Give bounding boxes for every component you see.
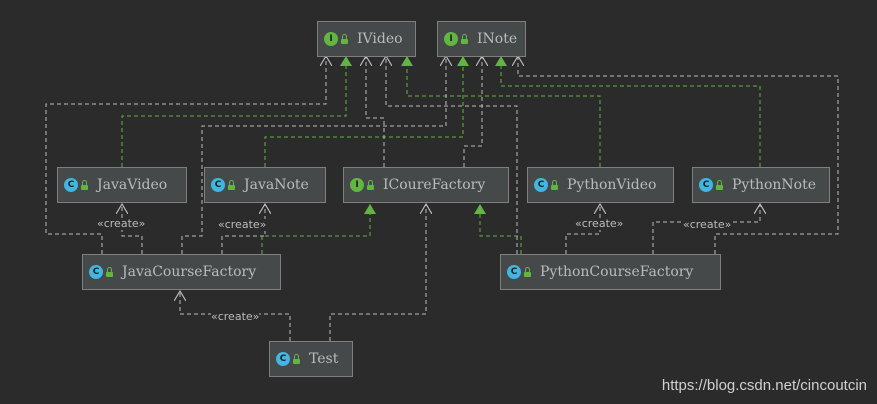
lock-icon bbox=[524, 266, 531, 277]
edge-test-creates-javacoursefactory bbox=[180, 291, 291, 341]
class-icon: C bbox=[699, 178, 713, 192]
edge-pythonnote-implements-inote bbox=[495, 56, 761, 167]
realization-edges bbox=[121, 56, 761, 254]
lock-icon bbox=[367, 179, 374, 190]
edge-javacoursefactory-uses-inote bbox=[181, 56, 446, 254]
lock-icon bbox=[551, 179, 558, 190]
interface-icon: I bbox=[350, 178, 364, 192]
edge-label-create-pythonnote: «create» bbox=[683, 218, 732, 231]
node-pythoncoursefactory-label: PythonCourseFactory bbox=[540, 264, 694, 280]
node-icourefactory-label: ICoureFactory bbox=[383, 177, 486, 193]
lock-icon bbox=[461, 33, 468, 44]
node-pythonvideo[interactable]: C PythonVideo bbox=[527, 167, 674, 203]
edge-label-create-javanote: «create» bbox=[218, 218, 267, 231]
dependency-edges bbox=[45, 56, 839, 341]
class-icon: C bbox=[64, 178, 78, 192]
edge-pythonvideo-implements-ivideo bbox=[401, 56, 601, 167]
lock-icon bbox=[106, 266, 113, 277]
node-test-label: Test bbox=[309, 351, 339, 367]
node-pythonnote-label: PythonNote bbox=[732, 177, 817, 193]
edge-test-uses-icourefactory bbox=[329, 204, 426, 341]
lock-icon bbox=[293, 353, 300, 364]
node-ivideo[interactable]: I IVideo bbox=[317, 21, 416, 57]
node-javacoursefactory[interactable]: C JavaCourseFactory bbox=[82, 254, 281, 290]
edge-pythoncoursefactory-uses-inote bbox=[518, 56, 839, 254]
edge-label-create-pythonvideo: «create» bbox=[575, 217, 624, 230]
interface-icon: I bbox=[444, 32, 458, 46]
lock-icon bbox=[341, 33, 348, 44]
node-ivideo-label: IVideo bbox=[357, 31, 403, 47]
lock-icon bbox=[81, 179, 88, 190]
node-test[interactable]: C Test bbox=[269, 341, 353, 377]
class-icon: C bbox=[276, 352, 290, 366]
class-icon: C bbox=[211, 178, 225, 192]
node-javavideo-label: JavaVideo bbox=[97, 177, 168, 193]
watermark: https://blog.csdn.net/cincoutcin bbox=[661, 377, 867, 394]
class-icon: C bbox=[534, 178, 548, 192]
interface-icon: I bbox=[324, 32, 338, 46]
lock-icon bbox=[228, 179, 235, 190]
node-javacoursefactory-label: JavaCourseFactory bbox=[122, 264, 257, 280]
edge-javanote-implements-inote bbox=[264, 56, 469, 167]
node-inote-label: INote bbox=[477, 31, 518, 47]
edge-icourefactory-uses-ivideo bbox=[366, 56, 385, 167]
edge-pythoncoursefactory-uses-ivideo bbox=[386, 56, 518, 254]
edge-javacoursefactory-uses-ivideo bbox=[45, 56, 326, 254]
node-pythonvideo-label: PythonVideo bbox=[567, 177, 657, 193]
class-icon: C bbox=[89, 265, 103, 279]
class-icon: C bbox=[507, 265, 521, 279]
edge-icourefactory-uses-inote bbox=[463, 56, 482, 167]
edge-pythoncoursefactory-creates-pythonvideo bbox=[565, 204, 600, 254]
node-javavideo[interactable]: C JavaVideo bbox=[57, 167, 187, 203]
edge-javacoursefactory-implements-icourefactory bbox=[261, 204, 376, 254]
edge-javavideo-implements-ivideo bbox=[121, 56, 352, 167]
edge-javacoursefactory-creates-javavideo bbox=[122, 204, 143, 254]
lock-icon bbox=[716, 179, 723, 190]
node-pythoncoursefactory[interactable]: C PythonCourseFactory bbox=[500, 254, 721, 290]
node-icourefactory[interactable]: I ICoureFactory bbox=[343, 167, 509, 203]
node-javanote[interactable]: C JavaNote bbox=[204, 167, 326, 203]
edge-pythoncoursefactory-implements-icourefactory bbox=[474, 204, 522, 254]
edge-label-create-javavideo: «create» bbox=[97, 217, 146, 230]
edge-label-create-test: «create» bbox=[211, 310, 260, 323]
node-javanote-label: JavaNote bbox=[244, 177, 309, 193]
node-inote[interactable]: I INote bbox=[437, 21, 526, 57]
node-pythonnote[interactable]: C PythonNote bbox=[692, 167, 830, 203]
